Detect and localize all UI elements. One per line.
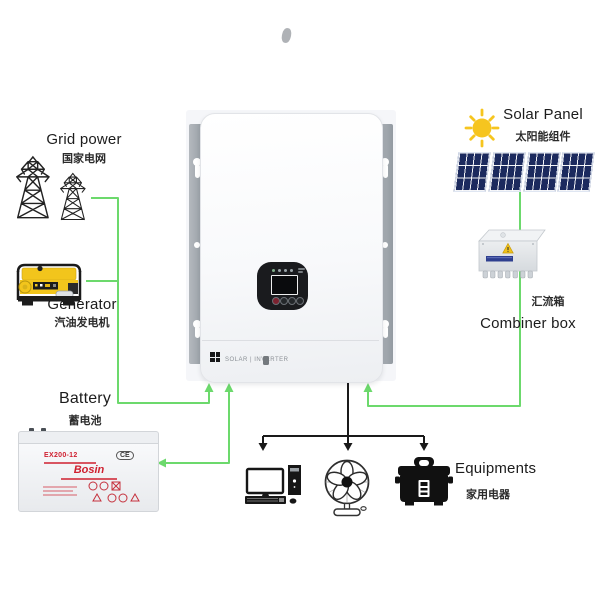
combiner-box-subtitle-zh: 汇流箱 <box>531 296 565 308</box>
solar-panel-module <box>557 152 595 192</box>
grid-power-title: Grid power <box>46 131 122 148</box>
generator-title: Generator <box>47 296 117 313</box>
battery-brand-text: Bosin <box>73 464 105 476</box>
mount-hole <box>381 320 389 328</box>
black-arrowheads <box>258 443 429 451</box>
battery-subtitle-zh: 蓄电池 <box>68 415 102 427</box>
inverter-seam <box>202 340 379 341</box>
equipments-subtitle-zh: 家用电器 <box>466 489 510 501</box>
inverter-cert-icon <box>263 356 269 365</box>
solar-array-icon <box>453 152 595 192</box>
solar-panel-module <box>488 152 525 192</box>
battery-body: EX200-12 CE Bosin <box>18 443 159 512</box>
mount-hole <box>382 242 388 248</box>
inverter-button <box>287 297 296 305</box>
battery-warning-icons <box>88 481 140 503</box>
status-led <box>278 269 281 272</box>
solar-to-inverter-line <box>367 192 521 407</box>
grid-power-subtitle-zh: 国家电网 <box>62 153 106 165</box>
grid-to-inverter-line <box>91 197 210 404</box>
rice-cooker-icon <box>395 457 453 506</box>
battery-ce-mark: CE <box>116 451 134 460</box>
battery-icon: EX200-12 CE Bosin <box>18 428 159 512</box>
solar-panel-module <box>453 152 491 192</box>
inverter-logo <box>215 357 220 362</box>
mount-slot <box>194 326 200 338</box>
fan-icon <box>324 459 370 517</box>
generator-icon <box>16 263 82 306</box>
inverter-logo <box>210 357 215 362</box>
combiner-box-icon <box>478 229 546 279</box>
sun-icon <box>464 108 500 148</box>
inverter-button <box>279 297 288 305</box>
battery-to-inverter-line <box>166 392 230 464</box>
battery-terminal <box>41 428 46 432</box>
battery-fineprint <box>43 486 77 488</box>
battery-model-text: EX200-12 <box>44 452 78 459</box>
mount-slot <box>382 326 388 338</box>
mount-hole <box>194 242 200 248</box>
mount-hole <box>193 158 201 166</box>
inverter-logo <box>210 352 215 357</box>
inverter-logo <box>215 352 220 357</box>
solar-panel-module <box>523 152 560 192</box>
battery-fineprint <box>43 494 77 496</box>
battery-fineprint <box>43 490 73 492</box>
computer-icon <box>245 465 301 504</box>
battery-brand-underline <box>61 478 117 480</box>
panel-logo-mark <box>298 268 305 270</box>
mount-hole <box>193 320 201 328</box>
mount-slot <box>194 164 200 178</box>
inverter-to-loads-line <box>262 381 425 443</box>
status-led <box>272 269 275 272</box>
equipments-title: Equipments <box>455 460 537 477</box>
status-led <box>284 269 287 272</box>
inverter-unit <box>200 113 383 383</box>
inverter-button <box>295 297 304 305</box>
generator-subtitle-zh: 汽油发电机 <box>54 317 110 329</box>
inverter-lcd-screen <box>271 275 298 295</box>
combiner-box-title: Combiner box <box>480 315 576 332</box>
solar-panel-title: Solar Panel <box>503 106 583 123</box>
panel-logo-mark <box>298 271 303 273</box>
battery-terminal <box>29 428 34 432</box>
green-arrowheads <box>157 383 373 468</box>
inverter-brand-label: SOLAR | INVERTER <box>225 357 289 363</box>
battery-title: Battery <box>58 390 112 407</box>
inverter-button <box>271 297 280 305</box>
inverter-control-panel <box>257 262 308 310</box>
mount-slot <box>382 164 388 178</box>
status-led <box>290 269 293 272</box>
solar-panel-subtitle-zh: 太阳能组件 <box>515 131 571 143</box>
battery-spec-line <box>44 462 96 464</box>
mount-hole <box>381 158 389 166</box>
